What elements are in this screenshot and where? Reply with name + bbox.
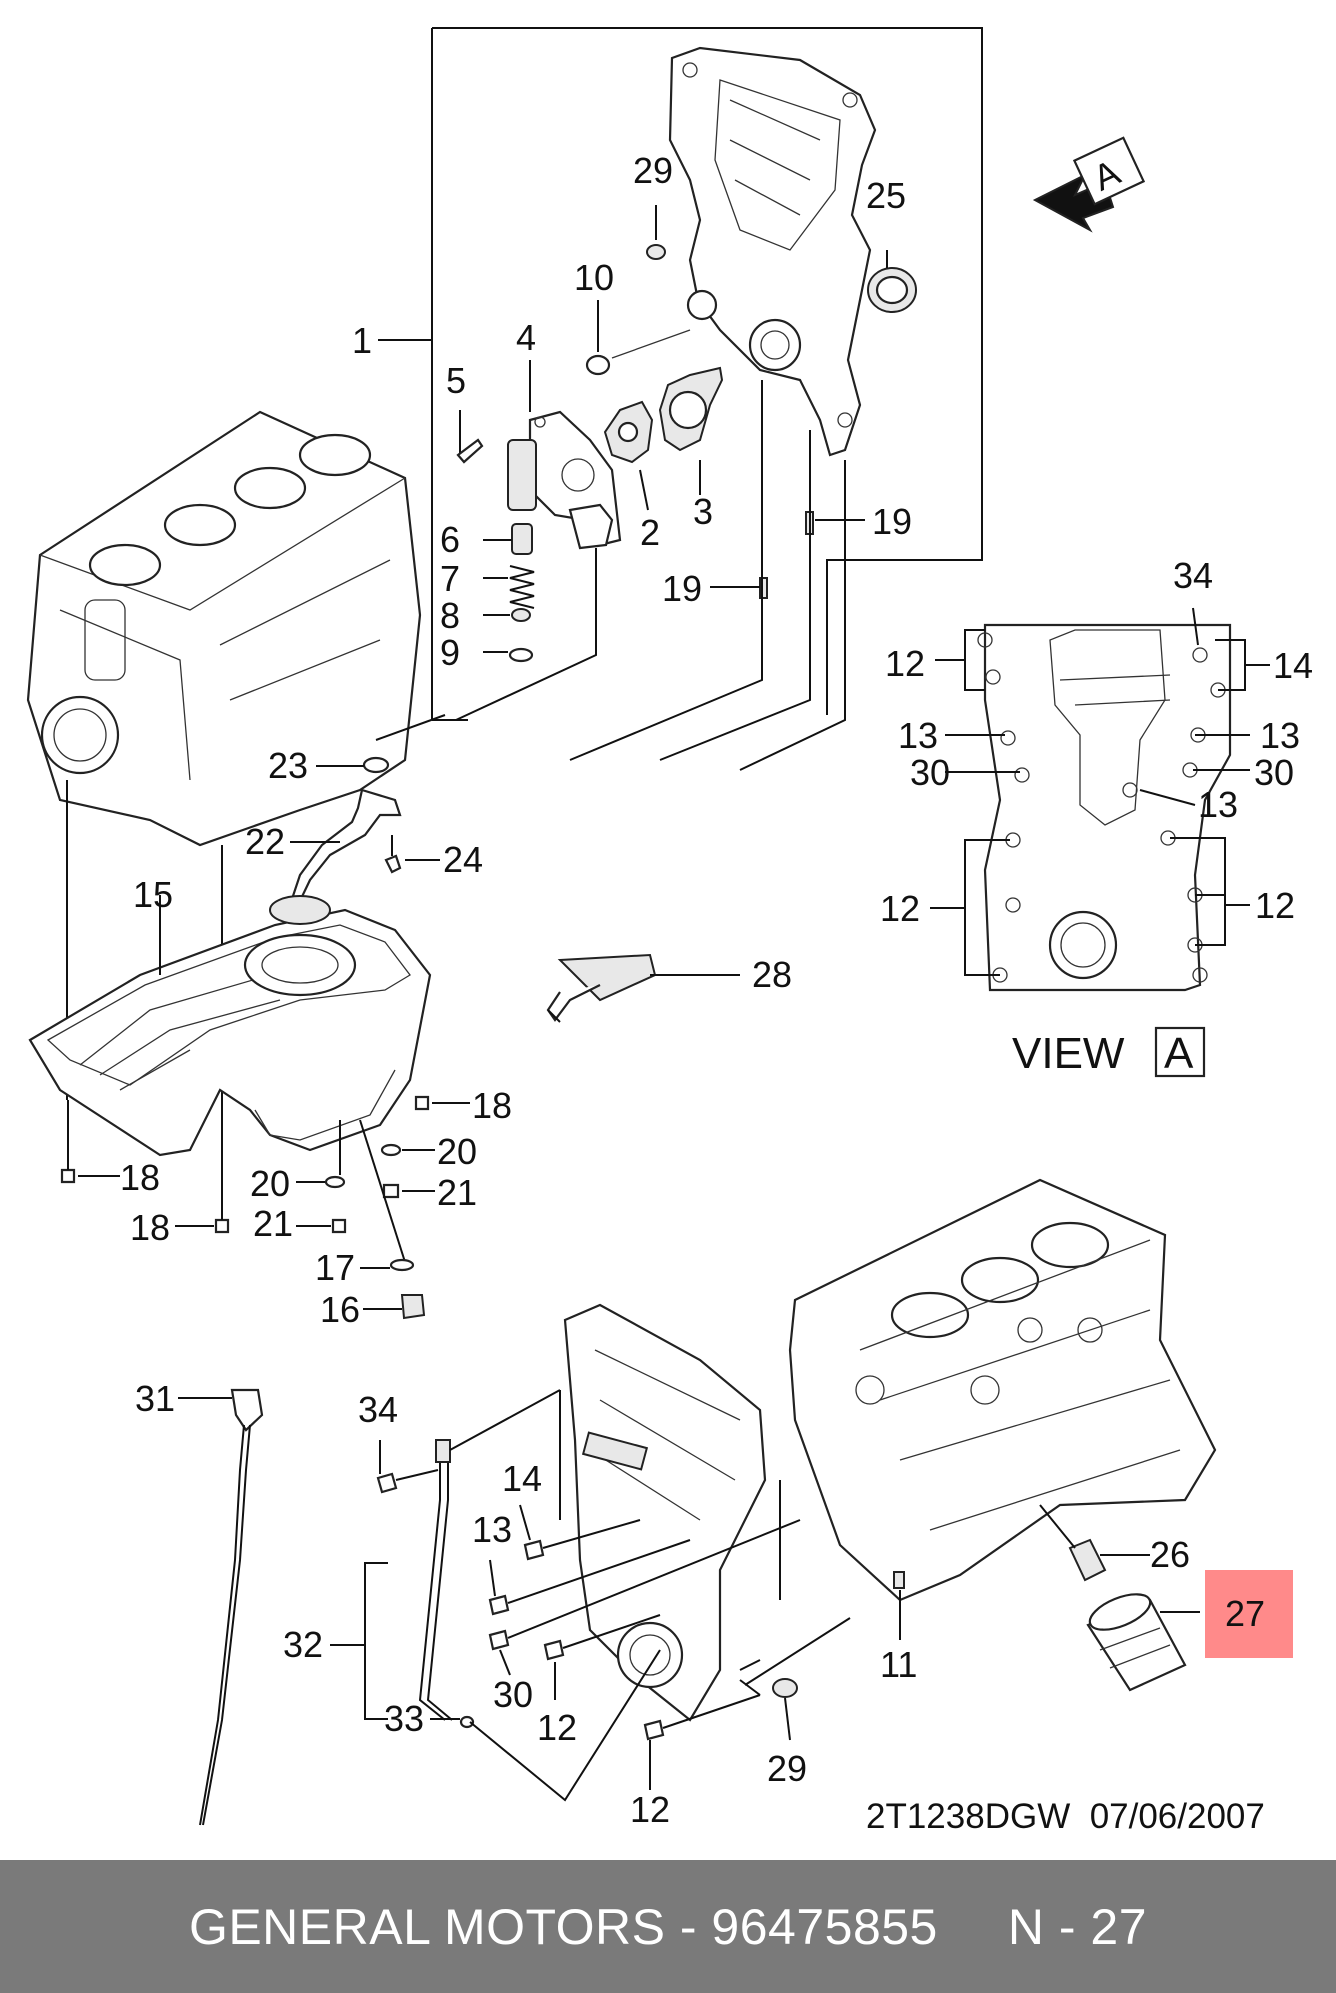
callout-30-view-l: 30 bbox=[910, 752, 950, 793]
callout-13-view-r: 13 bbox=[1260, 715, 1300, 756]
callout-14-lower: 14 bbox=[502, 1458, 542, 1499]
dipstick-tube bbox=[330, 1389, 561, 1729]
callout-18-left: 18 bbox=[120, 1157, 160, 1198]
callout-14-view: 14 bbox=[1273, 645, 1313, 686]
callout-4: 4 bbox=[516, 317, 536, 358]
callout-13-lower: 13 bbox=[472, 1509, 512, 1550]
callout-34-view: 34 bbox=[1173, 555, 1213, 596]
sealant-tube bbox=[546, 953, 740, 1023]
view-a-cover bbox=[930, 607, 1270, 992]
timing-cover-group bbox=[378, 27, 983, 771]
relief-spring bbox=[509, 565, 535, 609]
engine-block-lower bbox=[563, 1178, 1217, 1722]
callout-7: 7 bbox=[440, 558, 460, 599]
callout-6: 6 bbox=[440, 519, 460, 560]
callout-11: 11 bbox=[880, 1644, 917, 1685]
retaining-clip bbox=[508, 647, 534, 663]
relief-plunger bbox=[511, 523, 533, 555]
relief-washer bbox=[511, 608, 531, 622]
callout-19-right: 19 bbox=[872, 501, 912, 542]
callout-15: 15 bbox=[133, 874, 173, 915]
callout-12-lower-a: 12 bbox=[537, 1707, 577, 1748]
callout-12-view-bl: 12 bbox=[880, 888, 920, 929]
callout-18-bottom: 18 bbox=[130, 1207, 170, 1248]
callout-23: 23 bbox=[268, 745, 308, 786]
footer-item-number: N - 27 bbox=[1007, 1898, 1148, 1955]
view-direction-arrow: A bbox=[1032, 136, 1146, 233]
callout-33: 33 bbox=[384, 1698, 424, 1739]
callout-16: 16 bbox=[320, 1289, 360, 1330]
pickup-gasket bbox=[362, 756, 390, 774]
callout-2: 2 bbox=[640, 512, 660, 553]
callout-25: 25 bbox=[866, 175, 906, 216]
callout-24: 24 bbox=[443, 839, 483, 880]
callout-32: 32 bbox=[283, 1624, 323, 1665]
callout-9: 9 bbox=[440, 632, 460, 673]
callout-22: 22 bbox=[245, 821, 285, 862]
callout-3: 3 bbox=[693, 491, 713, 532]
footer-part-number: GENERAL MOTORS - 96475855 bbox=[188, 1898, 938, 1955]
o-ring bbox=[585, 354, 611, 376]
engine-block-left bbox=[26, 410, 422, 1200]
plug bbox=[646, 244, 666, 260]
callout-12-lower-b: 12 bbox=[630, 1789, 670, 1830]
callout-30-lower: 30 bbox=[493, 1674, 533, 1715]
callout-5: 5 bbox=[446, 360, 466, 401]
callout-10: 10 bbox=[574, 257, 614, 298]
callout-29-lower: 29 bbox=[767, 1748, 807, 1789]
oil-filter bbox=[1086, 1593, 1200, 1692]
oil-pickup-tube bbox=[243, 714, 446, 997]
drain-plug bbox=[400, 1294, 426, 1320]
callout-12-view-br: 12 bbox=[1255, 885, 1295, 926]
view-label: VIEW bbox=[1012, 1029, 1125, 1078]
callout-21-right: 21 bbox=[437, 1172, 477, 1213]
oil-filter-highlight bbox=[1205, 1570, 1293, 1658]
callout-21-left: 21 bbox=[253, 1203, 293, 1244]
callout-labels: 1 2 3 4 5 6 7 8 9 10 29 25 19 19 34 12 1… bbox=[120, 150, 1313, 1830]
callout-20-right: 20 bbox=[437, 1131, 477, 1172]
callout-30-view-r: 30 bbox=[1254, 752, 1294, 793]
callout-20-left: 20 bbox=[250, 1163, 290, 1204]
callout-12-view-tl: 12 bbox=[885, 643, 925, 684]
view-letter-box bbox=[1154, 1026, 1206, 1078]
callout-19-left: 19 bbox=[662, 568, 702, 609]
timing-cover bbox=[668, 46, 877, 457]
drain-washer bbox=[389, 1258, 415, 1272]
callout-34-lower: 34 bbox=[358, 1389, 398, 1430]
footer-bar: GENERAL MOTORS - 96475855 N - 27 bbox=[0, 1860, 1336, 1993]
callout-28: 28 bbox=[752, 954, 792, 995]
lower-hardware bbox=[469, 1480, 905, 1802]
view-letter: A bbox=[1164, 1029, 1194, 1078]
callout-29-top: 29 bbox=[633, 150, 673, 191]
oil-pan bbox=[28, 895, 432, 1157]
callout-26: 26 bbox=[1150, 1534, 1190, 1575]
callout-18-right: 18 bbox=[472, 1085, 512, 1126]
callout-1: 1 bbox=[352, 320, 372, 361]
callout-13-view-c: 13 bbox=[1198, 784, 1238, 825]
oil-filter-adapter bbox=[1039, 1504, 1150, 1582]
callout-8: 8 bbox=[440, 595, 460, 636]
callout-17: 17 bbox=[315, 1247, 355, 1288]
oil-dipstick bbox=[178, 1388, 264, 1826]
callout-31: 31 bbox=[135, 1378, 175, 1419]
callout-13-view-l: 13 bbox=[898, 715, 938, 756]
callout-27: 27 bbox=[1225, 1593, 1265, 1634]
drawing-stamp: 2T1238DGW 07/06/2007 bbox=[866, 1797, 1265, 1836]
pan-hardware bbox=[60, 1095, 470, 1320]
exploded-parts-diagram: A bbox=[26, 27, 1313, 1836]
